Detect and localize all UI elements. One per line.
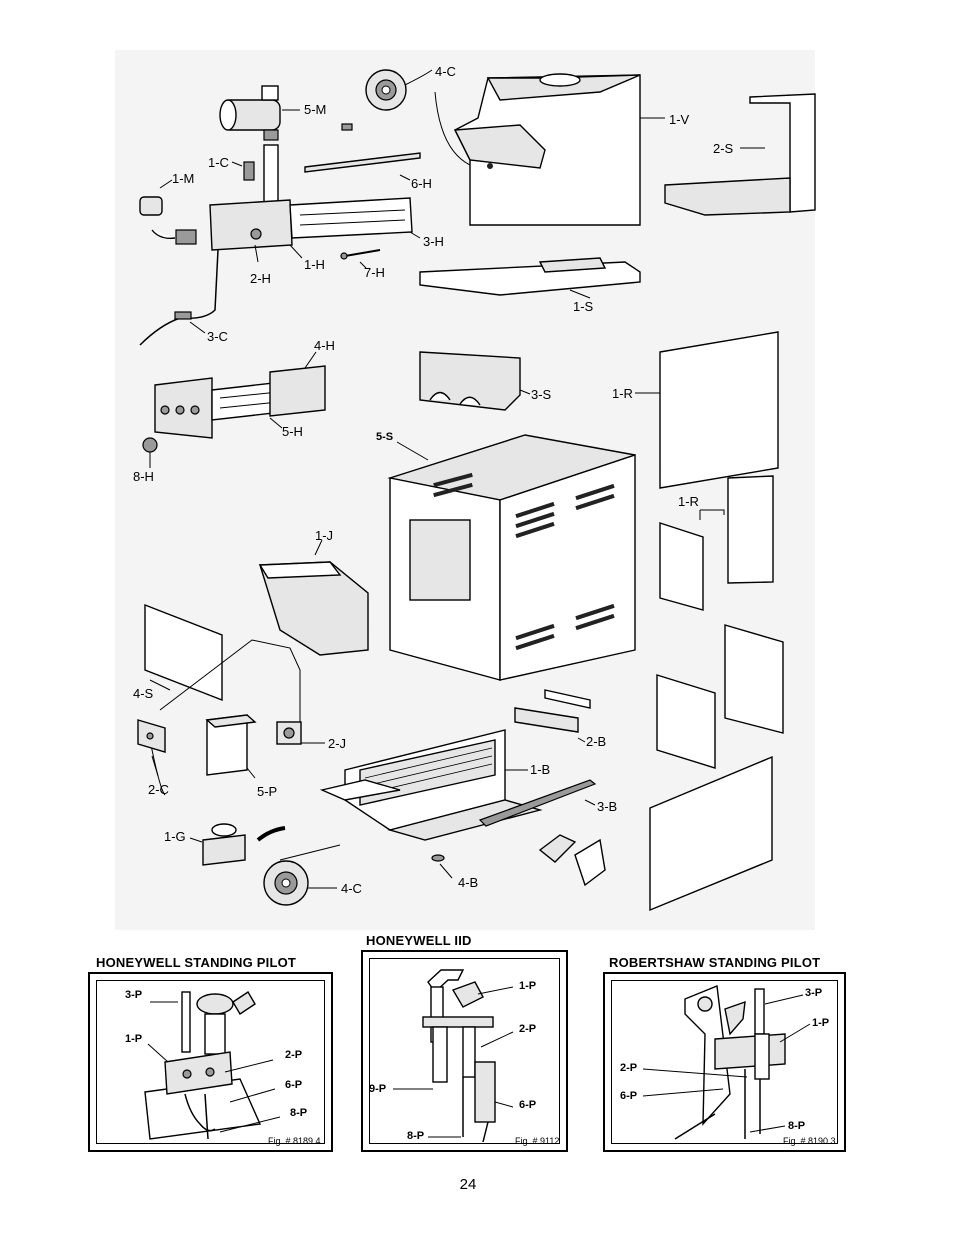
cabinet-jacket xyxy=(387,434,636,681)
label-6-h: 6-H xyxy=(411,176,432,191)
label-6-p: 6-P xyxy=(620,1090,637,1102)
blower-wheel-bottom xyxy=(263,844,341,906)
burner-shield xyxy=(258,539,369,656)
label-1-h: 1-H xyxy=(304,257,325,272)
label-6-p: 6-P xyxy=(285,1079,302,1091)
label-1-p: 1-P xyxy=(519,980,536,992)
label-8-p: 8-P xyxy=(290,1107,307,1119)
label-6-p: 6-P xyxy=(519,1099,536,1111)
fig-number: Fig. # 8190.3 xyxy=(783,1136,836,1146)
fig-number: Fig. # 8189.4 xyxy=(268,1136,321,1146)
label-2-c: 2-C xyxy=(148,782,169,797)
blower-wheel-top xyxy=(365,69,433,111)
label-4-h: 4-H xyxy=(314,338,335,353)
label-3-b: 3-B xyxy=(597,799,617,814)
label-5-p: 5-P xyxy=(257,784,277,799)
honeywell-standing-pilot-drawing: 3-P 1-P 2-P 6-P 8-P Fig. # 8189.4 xyxy=(125,989,321,1146)
label-2-j: 2-J xyxy=(328,736,346,751)
fig-number: Fig. # 9112 xyxy=(515,1136,559,1146)
refractory-panels xyxy=(635,331,784,912)
label-5-h: 5-H xyxy=(282,424,303,439)
pilot-burner-parts xyxy=(431,834,606,887)
honeywell-iid-inset: 1-P 2-P 9-P 6-P 8-P Fig. # 9112 xyxy=(361,950,568,1152)
robertshaw-standing-pilot-drawing: 3-P 1-P 2-P 6-P 8-P Fig. # 8190.3 xyxy=(620,985,836,1146)
inset-inner-border xyxy=(611,980,838,1144)
label-1-r: 1-R xyxy=(612,386,633,401)
label-7-h: 7-H xyxy=(364,265,385,280)
inset-inner-border xyxy=(96,980,325,1144)
burner-bracket xyxy=(514,689,591,743)
pipe-assembly xyxy=(231,144,279,206)
label-3-h: 3-H xyxy=(423,234,444,249)
top-plate xyxy=(419,257,641,299)
label-1-b: 1-B xyxy=(530,762,550,777)
label-2-p: 2-P xyxy=(285,1049,302,1061)
label-4-c-top: 4-C xyxy=(435,64,456,79)
label-1-j: 1-J xyxy=(315,528,333,543)
label-4-b: 4-B xyxy=(458,875,478,890)
heat-exchanger-baffle xyxy=(304,152,421,181)
honeywell-standing-pilot-inset: 3-P 1-P 2-P 6-P 8-P Fig. # 8189.4 xyxy=(88,972,333,1152)
label-8-h: 8-H xyxy=(133,469,154,484)
heat-exchanger-assembly xyxy=(142,351,326,468)
sensor-wire xyxy=(139,249,219,346)
label-1-p: 1-P xyxy=(812,1017,829,1029)
robertshaw-standing-pilot-inset: 3-P 1-P 2-P 6-P 8-P Fig. # 8190.3 xyxy=(603,972,846,1152)
label-4-c-bottom: 4-C xyxy=(341,881,362,896)
honeywell-standing-pilot-title: HONEYWELL STANDING PILOT xyxy=(96,955,297,970)
label-2-s: 2-S xyxy=(713,141,734,156)
label-2-h: 2-H xyxy=(250,271,271,286)
page-number: 24 xyxy=(459,1176,477,1193)
label-8-p: 8-P xyxy=(407,1130,424,1142)
label-2-b: 2-B xyxy=(586,734,606,749)
label-9-p: 9-P xyxy=(369,1083,386,1095)
label-1-m: 1-M xyxy=(172,171,194,186)
vent-hood xyxy=(434,73,665,226)
label-2-p: 2-P xyxy=(620,1062,637,1074)
header-bolt xyxy=(340,249,381,269)
flue-collector xyxy=(419,351,531,411)
label-8-p: 8-P xyxy=(788,1120,805,1132)
label-2-p: 2-P xyxy=(519,1023,536,1035)
blower-motor xyxy=(219,85,353,141)
inset-inner-border xyxy=(369,958,560,1144)
draft-shield xyxy=(664,93,816,216)
part-labels: 4-C 1-V 2-S 5-M 1-C 6-H 1-M 3-H 2-H 1-H … xyxy=(133,64,734,896)
burner-rod xyxy=(478,779,597,827)
label-1-s: 1-S xyxy=(573,299,594,314)
label-1-r-lower: 1-R xyxy=(678,494,699,509)
gas-valve-bottom xyxy=(189,779,401,866)
label-4-s: 4-S xyxy=(133,686,154,701)
label-5-m: 5-M xyxy=(304,102,326,117)
label-3-p: 3-P xyxy=(125,989,142,1001)
front-access-panel xyxy=(144,603,223,702)
label-3-c: 3-C xyxy=(207,329,228,344)
label-5-s: 5-S xyxy=(376,431,393,443)
header-manifold xyxy=(139,179,421,263)
transformer-box xyxy=(205,714,257,779)
robertshaw-standing-pilot-title: ROBERTSHAW STANDING PILOT xyxy=(609,955,821,970)
exploded-parts-diagram: 4-C 1-V 2-S 5-M 1-C 6-H 1-M 3-H 2-H 1-H … xyxy=(115,50,816,930)
label-1-p: 1-P xyxy=(125,1033,142,1045)
honeywell-iid-drawing: 1-P 2-P 9-P 6-P 8-P Fig. # 9112 xyxy=(369,969,559,1146)
honeywell-iid-title: HONEYWELL IID xyxy=(366,933,472,948)
label-3-p: 3-P xyxy=(805,987,822,999)
label-3-s: 3-S xyxy=(531,387,552,402)
label-1-g: 1-G xyxy=(164,829,186,844)
label-1-c: 1-C xyxy=(208,155,229,170)
control-board xyxy=(137,719,166,777)
gas-valve xyxy=(276,721,325,745)
label-1-v: 1-V xyxy=(669,112,690,127)
